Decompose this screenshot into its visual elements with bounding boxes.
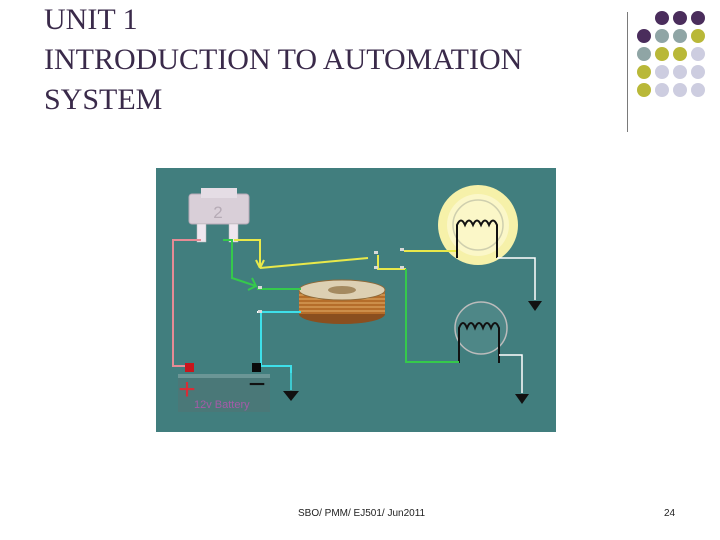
title-divider-line: [627, 12, 628, 132]
decorative-dot: [673, 65, 687, 79]
wire-fuse-yellow: [234, 239, 369, 269]
battery-terminal-positive: [185, 363, 194, 372]
terminal-dot: [374, 251, 378, 254]
decorative-dot: [637, 65, 651, 79]
lamp-top-filament-icon: [456, 219, 498, 258]
slide-title: UNIT 1 INTRODUCTION TO AUTOMATION SYSTEM: [44, 0, 604, 120]
decorative-dot: [655, 11, 669, 25]
lamp-top-glow-inner: [447, 194, 509, 256]
battery-plus-symbol: +: [178, 373, 196, 406]
relay-circuit-diagram: 2 + − 12v Battery: [156, 168, 556, 432]
terminal-dot: [258, 286, 262, 289]
wire-battery-negative-return: [276, 365, 292, 390]
wire-battery-positive: [172, 239, 201, 367]
wire-lamp-top-return: [497, 257, 536, 300]
decorative-dot: [673, 83, 687, 97]
battery-body: [178, 374, 270, 412]
wire-lamp-bottom-return: [499, 354, 523, 393]
decorative-dot: [673, 29, 687, 43]
decorative-dot: [691, 83, 705, 97]
decorative-dot: [691, 11, 705, 25]
decorative-dot: [691, 47, 705, 61]
lamp-bottom-filament-icon: [458, 322, 500, 363]
ground-icon-battery: [283, 391, 299, 401]
decorative-dot: [637, 29, 651, 43]
battery-label: 12v Battery: [194, 399, 250, 411]
title-line-3: SYSTEM: [44, 83, 163, 116]
terminal-dot: [400, 248, 404, 251]
fuse-leg-right: [228, 223, 239, 243]
title-line-1: UNIT 1: [44, 3, 138, 36]
fuse-leg-left: [196, 223, 207, 243]
title-line-2: INTRODUCTION TO AUTOMATION: [44, 43, 523, 76]
terminal-dot: [400, 266, 404, 269]
decorative-dot: [691, 65, 705, 79]
battery-minus-symbol: −: [248, 368, 266, 401]
decorative-dot: [655, 29, 669, 43]
fuse-cap: [201, 188, 237, 198]
decorative-dot: [655, 47, 669, 61]
decorative-dot: [691, 29, 705, 43]
wire-switch-green: [223, 239, 258, 291]
lamp-top-bulb: [452, 199, 504, 251]
fuse-label: 2: [213, 203, 222, 222]
battery-top-strip: [178, 374, 270, 378]
ground-icon-bottom-lamp: [515, 394, 529, 404]
decorative-dot: [637, 83, 651, 97]
relay-coil-core: [328, 286, 356, 294]
ground-icon-top-lamp: [528, 301, 542, 311]
decorative-dot-grid: [637, 11, 705, 97]
decorative-dot: [655, 65, 669, 79]
lamp-bottom-bulb: [454, 301, 508, 355]
decorative-dot: [655, 83, 669, 97]
terminal-dot: [374, 266, 378, 269]
decorative-dot: [673, 47, 687, 61]
decorative-dot: [673, 11, 687, 25]
battery-terminal-negative: [252, 363, 261, 372]
slide-number: 24: [664, 508, 676, 519]
footer-course-code: SBO/ PMM/ EJ501/ Jun2011: [298, 508, 426, 519]
wire-lamp-green: [405, 269, 459, 363]
decorative-dot: [637, 47, 651, 61]
terminal-dot: [258, 310, 262, 313]
